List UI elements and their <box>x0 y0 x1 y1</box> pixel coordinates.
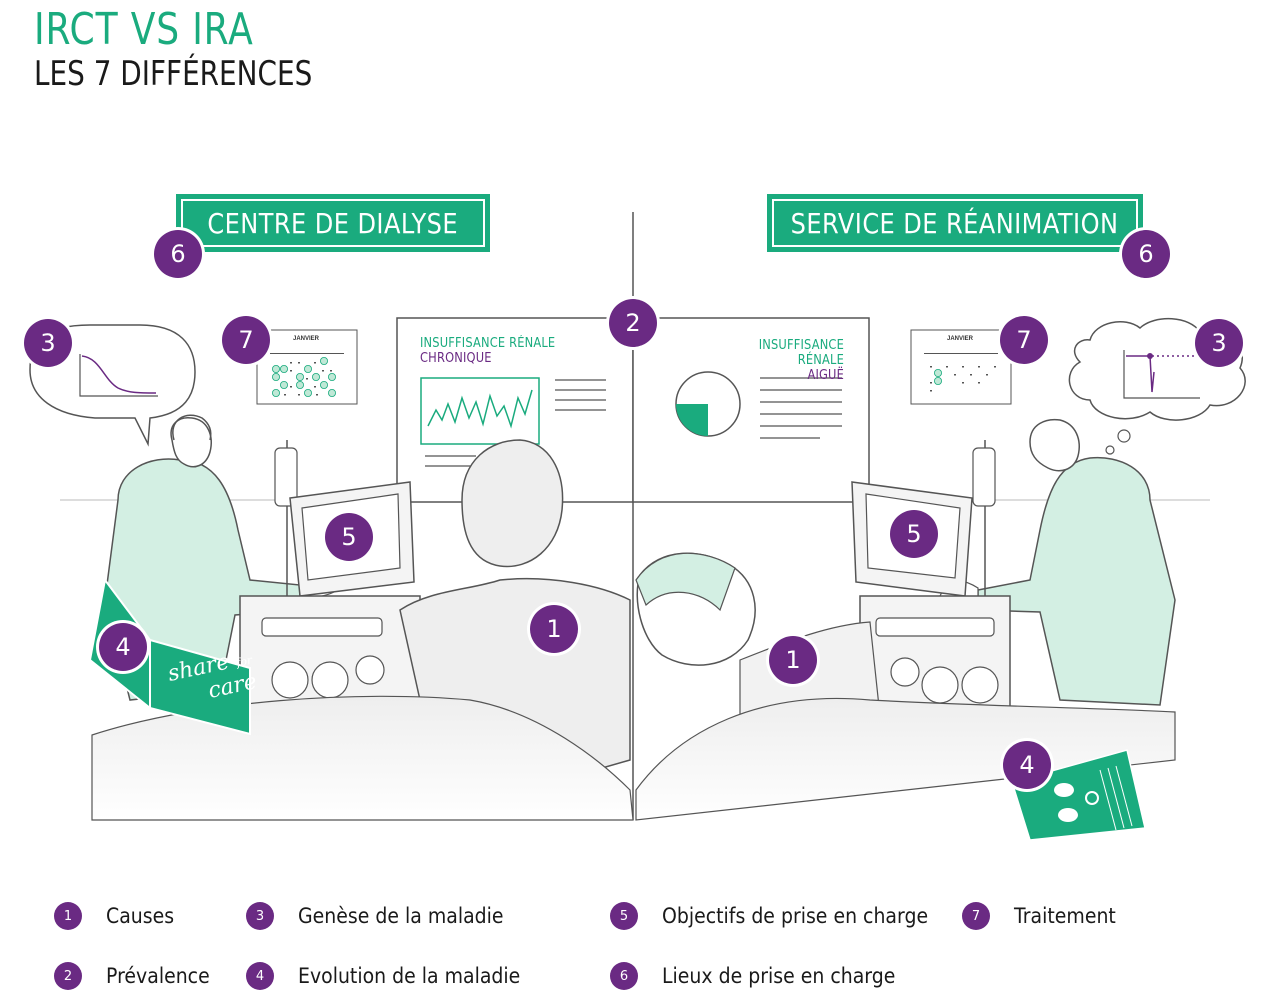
legend-item-locations: 6 Lieux de prise en charge <box>610 962 921 990</box>
board-chronic-title: INSUFFISANCE RÉNALE CHRONIQUE <box>420 336 556 366</box>
acute-drop-curve <box>1126 355 1155 393</box>
brochure-right <box>1011 749 1146 841</box>
marker-4-left: 4 <box>99 623 147 671</box>
page-title: IRCT VS IRA <box>34 4 254 55</box>
marker-3-left: 3 <box>24 319 72 367</box>
calendar-left-marks <box>271 356 336 397</box>
label-dialysis-center: CENTRE DE DIALYSE <box>176 194 490 252</box>
brochure-right-lines <box>1099 765 1133 831</box>
kidney-icon <box>1054 783 1099 822</box>
board-acute-title: INSUFFISANCE RÉNALE AIGUË <box>758 338 844 383</box>
illustration-scene <box>29 212 1246 841</box>
calendar-right-marks <box>934 368 943 385</box>
legend-item-causes: 1 Causes <box>54 902 182 930</box>
marker-5-left: 5 <box>325 513 373 561</box>
patient-right-bandage <box>635 552 736 612</box>
marker-5-right: 5 <box>890 510 938 558</box>
nurse-left-hair <box>172 414 212 441</box>
legend-item-objectives: 5 Objectifs de prise en charge <box>610 902 958 930</box>
marker-1-right: 1 <box>769 636 817 684</box>
label-intensive-care: SERVICE DE RÉANIMATION <box>767 194 1143 252</box>
legend-item-treatment: 7 Traitement <box>962 902 1127 930</box>
decline-curve-axis <box>79 354 158 397</box>
legend-item-evolution: 4 Evolution de la maladie <box>246 962 545 990</box>
marker-7-right: 7 <box>1000 316 1048 364</box>
patient-left-head <box>461 439 564 568</box>
marker-4-right: 4 <box>1003 741 1051 789</box>
legend: 1 Causes 2 Prévalence 3 Genèse de la mal… <box>0 890 1280 1002</box>
acute-pie-slice <box>676 404 708 436</box>
calendar-left-grid <box>270 353 344 354</box>
acute-drop-point <box>1147 353 1153 359</box>
marker-3-right: 3 <box>1195 319 1243 367</box>
iv-bag-left <box>274 447 298 507</box>
marker-6-left: 6 <box>154 230 202 278</box>
calendar-right-dots <box>930 366 996 392</box>
marker-2-center: 2 <box>609 299 657 347</box>
iv-bag-right <box>972 447 996 507</box>
page-subtitle: LES 7 DIFFÉRENCES <box>34 54 313 94</box>
board-chart-frame <box>420 377 540 445</box>
dialysis-pumps-left <box>261 617 385 699</box>
board-acute <box>632 317 870 503</box>
calendar-left-month: JANVIER <box>293 336 320 342</box>
decline-curve <box>81 355 157 394</box>
dialysis-pumps-right <box>875 617 999 704</box>
chronic-wave-line <box>427 389 533 429</box>
calendar-right-rule <box>924 353 998 354</box>
calendar-right-month: JANVIER <box>947 336 974 342</box>
marker-1-left: 1 <box>530 605 578 653</box>
nurse-right-head <box>1029 418 1080 472</box>
thought-dot-2 <box>1105 445 1115 455</box>
nurse-left-head <box>170 417 212 468</box>
marker-7-left: 7 <box>222 316 270 364</box>
legend-item-prevalence: 2 Prévalence <box>54 962 221 990</box>
board-acute-text-lines <box>760 377 842 439</box>
marker-6-right: 6 <box>1122 230 1170 278</box>
thought-dot-1 <box>1117 429 1131 443</box>
acute-drop-axis <box>1123 350 1200 399</box>
calendar-left-dots <box>284 362 332 396</box>
bed-right <box>635 697 1176 821</box>
board-text-lines <box>425 379 606 467</box>
legend-item-genesis: 3 Genèse de la maladie <box>246 902 526 930</box>
